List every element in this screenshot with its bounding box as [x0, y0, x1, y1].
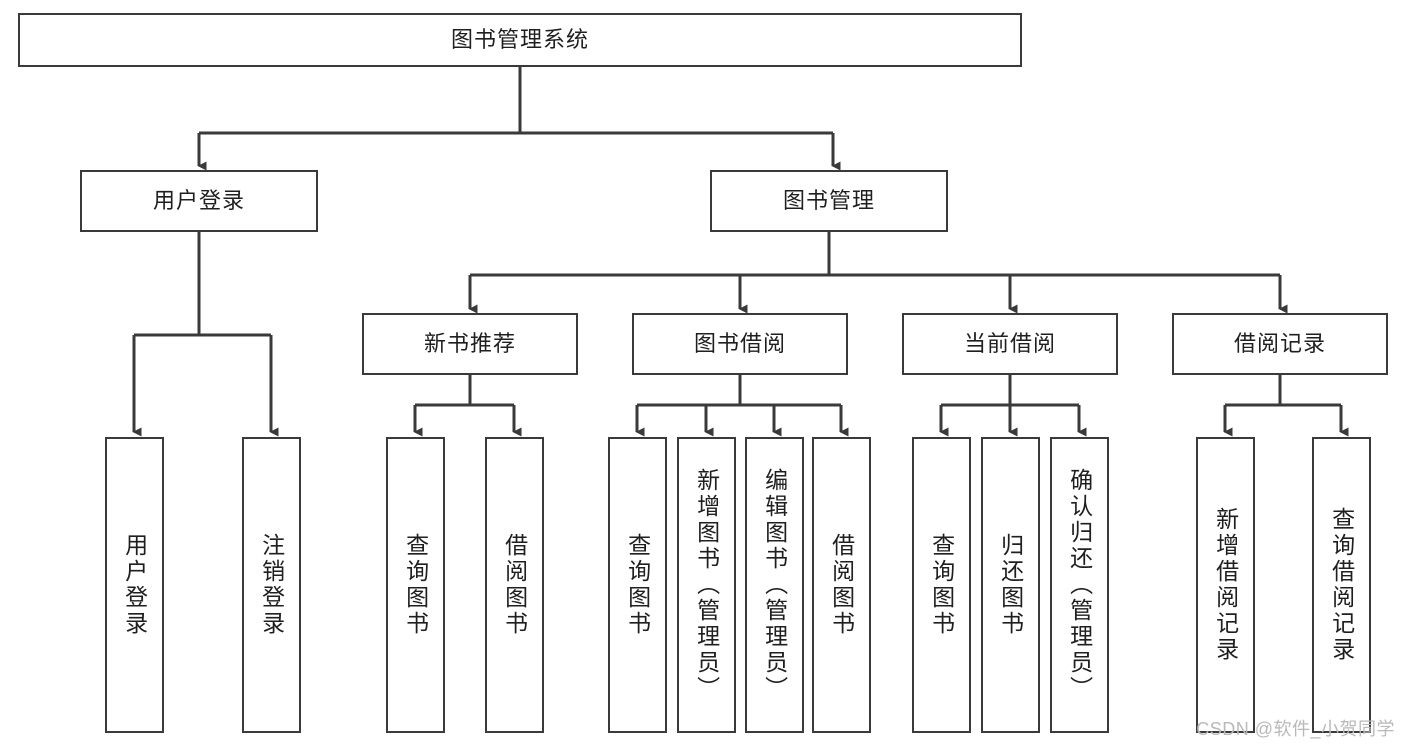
node-leaf-query-record-label: 查询借阅记录 [1328, 507, 1355, 663]
node-root-label: 图书管理系统 [450, 27, 589, 53]
node-borrow-record-label: 借阅记录 [1233, 331, 1326, 357]
node-current-borrow-label: 当前借阅 [963, 331, 1056, 357]
node-user-login-label: 用户登录 [152, 188, 245, 214]
node-leaf-query-book-2-label: 查询图书 [624, 533, 651, 637]
node-book-borrow-label: 图书借阅 [693, 331, 786, 357]
node-leaf-confirm-return[interactable]: 确认归还（管理员） [1050, 437, 1109, 733]
node-leaf-add-record-label: 新增借阅记录 [1212, 507, 1239, 663]
node-leaf-user-login-label: 用户登录 [121, 533, 148, 637]
csdn-watermark: CSDN @软件_小贺同学 [1196, 719, 1395, 739]
node-leaf-borrow-book-2[interactable]: 借阅图书 [812, 437, 871, 733]
node-leaf-user-login[interactable]: 用户登录 [105, 437, 164, 733]
node-leaf-logout[interactable]: 注销登录 [242, 437, 301, 733]
node-current-borrow[interactable]: 当前借阅 [902, 313, 1118, 375]
node-leaf-add-record[interactable]: 新增借阅记录 [1196, 437, 1255, 733]
node-leaf-query-book-1-label: 查询图书 [402, 533, 429, 637]
node-leaf-query-book-3[interactable]: 查询图书 [912, 437, 971, 733]
node-user-login[interactable]: 用户登录 [80, 170, 318, 232]
node-leaf-return-book-label: 归还图书 [997, 533, 1024, 637]
node-leaf-logout-label: 注销登录 [258, 533, 285, 637]
node-leaf-return-book[interactable]: 归还图书 [981, 437, 1040, 733]
node-leaf-query-book-1[interactable]: 查询图书 [386, 437, 445, 733]
node-book-manage[interactable]: 图书管理 [710, 170, 948, 232]
node-book-borrow[interactable]: 图书借阅 [632, 313, 848, 375]
node-new-book-recommend-label: 新书推荐 [423, 331, 516, 357]
node-leaf-borrow-book-2-label: 借阅图书 [828, 533, 855, 637]
node-leaf-borrow-book-1[interactable]: 借阅图书 [485, 437, 544, 733]
node-leaf-edit-book-label: 编辑图书（管理员） [761, 468, 788, 702]
node-root[interactable]: 图书管理系统 [18, 13, 1022, 67]
node-leaf-borrow-book-1-label: 借阅图书 [501, 533, 528, 637]
node-leaf-query-record[interactable]: 查询借阅记录 [1312, 437, 1371, 733]
node-leaf-add-book[interactable]: 新增图书（管理员） [677, 437, 736, 733]
node-new-book-recommend[interactable]: 新书推荐 [362, 313, 578, 375]
node-leaf-query-book-3-label: 查询图书 [928, 533, 955, 637]
node-leaf-confirm-return-label: 确认归还（管理员） [1066, 468, 1093, 702]
node-leaf-query-book-2[interactable]: 查询图书 [608, 437, 667, 733]
node-leaf-add-book-label: 新增图书（管理员） [693, 468, 720, 702]
node-leaf-edit-book[interactable]: 编辑图书（管理员） [745, 437, 804, 733]
node-book-manage-label: 图书管理 [782, 188, 875, 214]
node-borrow-record[interactable]: 借阅记录 [1172, 313, 1388, 375]
